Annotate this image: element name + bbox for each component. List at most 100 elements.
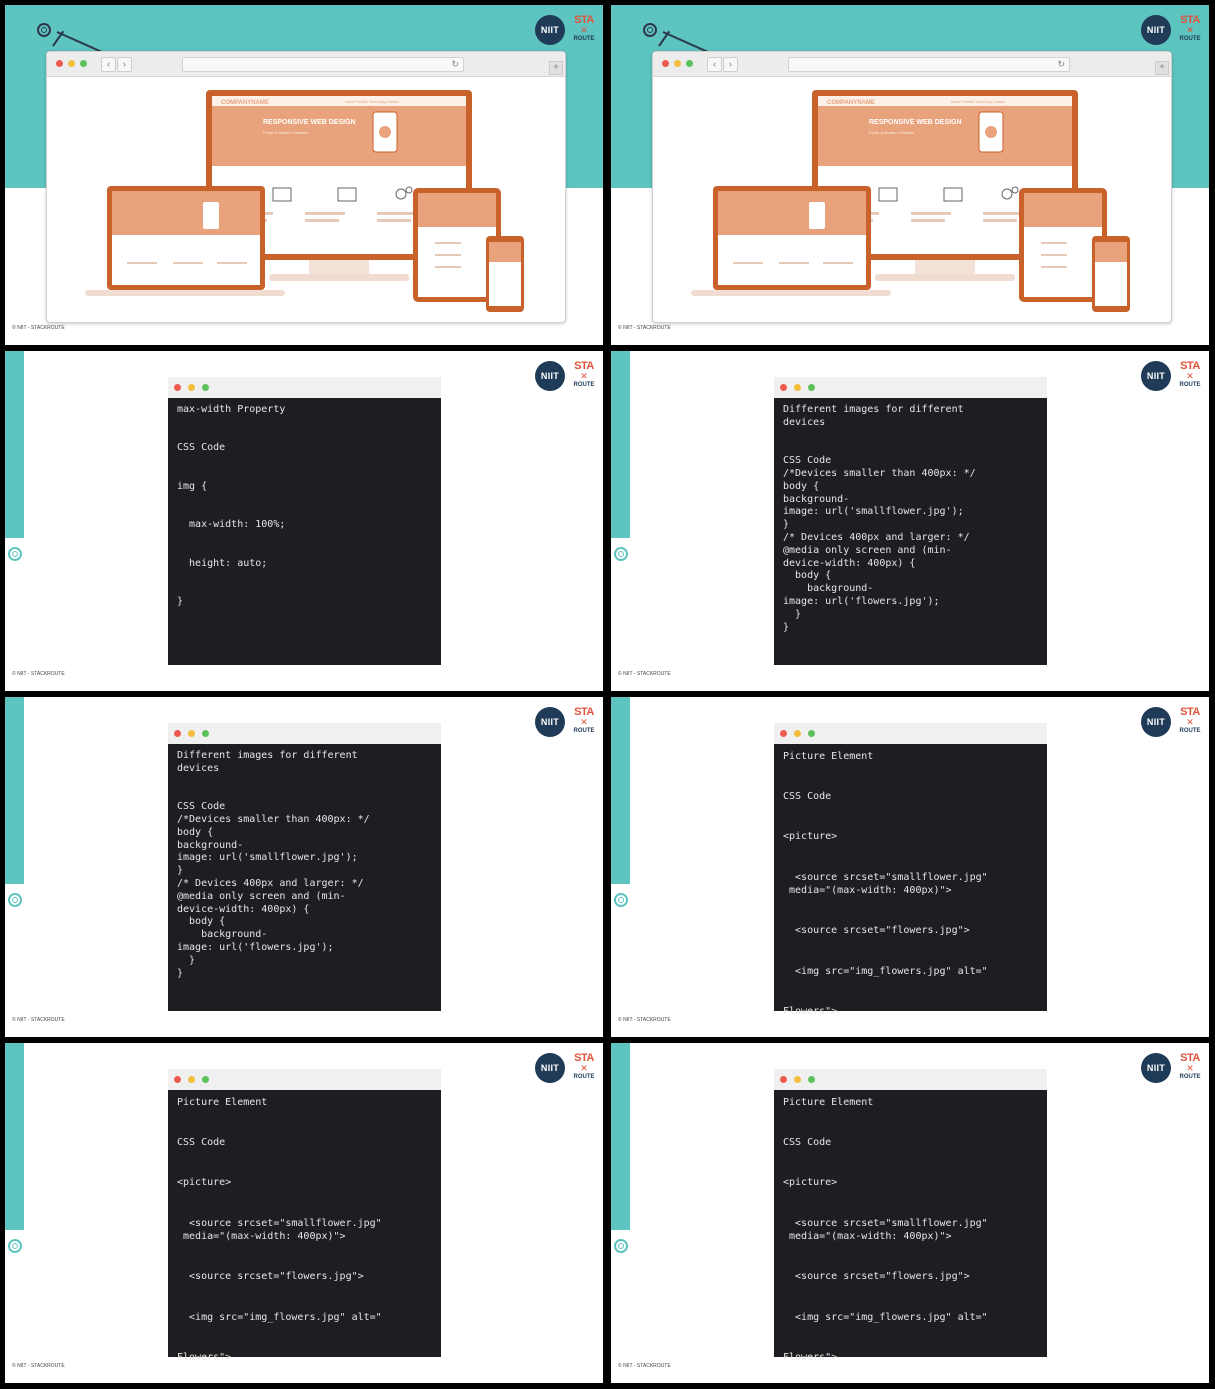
maximize-dot-icon <box>80 60 87 67</box>
footer-copyright: © NIIT - STACKROUTE <box>618 671 671 677</box>
teal-side-bar <box>611 697 630 884</box>
code-block: Different images for different devices C… <box>783 404 976 633</box>
niit-logo: NIIT <box>1141 15 1171 45</box>
niit-logo: NIIT <box>535 361 565 391</box>
niit-logo: NIIT <box>1141 361 1171 391</box>
code-window-titlebar <box>168 377 441 398</box>
maximize-dot-icon <box>808 384 815 391</box>
footer-copyright: © NIIT - STACKROUTE <box>618 325 671 331</box>
stackroute-logo: STA✕ROUTE <box>573 14 595 42</box>
code-window: Picture Element CSS Code <picture> <sour… <box>774 723 1047 1017</box>
niit-logo: NIIT <box>535 707 565 737</box>
slide-picture-element: NIIT STA✕ROUTE Picture Element CSS Code … <box>611 697 1209 1037</box>
code-window: Different images for different devices C… <box>168 723 441 1011</box>
niit-logo: NIIT <box>535 1053 565 1083</box>
svg-text:Fresh & Modern Creative: Fresh & Modern Creative <box>869 130 914 135</box>
close-dot-icon <box>174 1076 181 1083</box>
stackroute-logo: STA✕ROUTE <box>1179 360 1201 388</box>
minimize-dot-icon <box>794 384 801 391</box>
new-tab-icon: + <box>549 61 563 75</box>
code-block: Different images for different devices C… <box>177 750 370 979</box>
stackroute-logo: STA✕ROUTE <box>1179 706 1201 734</box>
stackroute-logo: STA✕ROUTE <box>1179 14 1201 42</box>
headline-text: RESPONSIVE WEB DESIGN <box>869 119 962 126</box>
minimize-dot-icon <box>188 1076 195 1083</box>
responsive-devices-illustration: COMPANYNAME Home Portfolio Team Blog Con… <box>85 90 524 312</box>
slide-different-images: NIIT STA✕ROUTE Different images for diff… <box>611 351 1209 691</box>
close-dot-icon <box>780 1076 787 1083</box>
back-icon: ‹ <box>101 57 116 72</box>
footer-copyright: © NIIT - STACKROUTE <box>12 325 65 331</box>
code-window-titlebar <box>168 1069 441 1090</box>
code-block: Picture Element CSS Code <picture> <sour… <box>177 1097 382 1363</box>
teal-side-bar <box>611 1043 630 1230</box>
circle-decoration-icon <box>37 23 51 37</box>
slide-picture-element: NIIT STA✕ROUTE Picture Element CSS Code … <box>611 1043 1209 1383</box>
responsive-devices-illustration: COMPANYNAME Home Portfolio Team Blog Con… <box>691 90 1130 312</box>
code-window-titlebar <box>774 377 1047 398</box>
niit-logo: NIIT <box>1141 707 1171 737</box>
close-dot-icon <box>780 384 787 391</box>
circle-decoration-icon <box>614 1239 628 1253</box>
maximize-dot-icon <box>202 730 209 737</box>
code-window-titlebar <box>168 723 441 744</box>
teal-side-bar <box>5 1043 24 1230</box>
reload-icon: ↻ <box>1057 59 1065 69</box>
minimize-dot-icon <box>674 60 681 67</box>
minimize-dot-icon <box>794 1076 801 1083</box>
browser-toolbar: ‹ › ↻ + <box>653 52 1171 77</box>
footer-copyright: © NIIT - STACKROUTE <box>618 1017 671 1023</box>
circle-decoration-icon <box>8 547 22 561</box>
back-icon: ‹ <box>707 57 722 72</box>
slide-max-width: NIIT STA✕ROUTE max-width Property CSS Co… <box>5 351 603 691</box>
minimize-dot-icon <box>188 384 195 391</box>
code-window: max-width Property CSS Code img { max-wi… <box>168 377 441 665</box>
svg-text:Home Portfolio Team Blog C: Home Portfolio Team Blog Contact <box>951 100 1005 104</box>
circle-decoration-icon <box>8 1239 22 1253</box>
niit-logo: NIIT <box>535 15 565 45</box>
forward-icon: › <box>723 57 738 72</box>
stackroute-logo: STA✕ROUTE <box>573 360 595 388</box>
footer-copyright: © NIIT - STACKROUTE <box>12 1363 65 1369</box>
svg-text:Home Portfolio Team Blog C: Home Portfolio Team Blog Contact <box>345 100 399 104</box>
browser-toolbar: ‹ › ↻ + <box>47 52 565 77</box>
reload-icon: ↻ <box>451 59 459 69</box>
close-dot-icon <box>780 730 787 737</box>
slide-responsive-design-1: NIIT STA✕ROUTE ‹ › ↻ + COMPANYNAME Home … <box>5 5 603 345</box>
browser-mockup: ‹ › ↻ + COMPANYNAME Home Portfolio Team … <box>46 51 566 323</box>
circle-decoration-icon <box>8 893 22 907</box>
code-window: Different images for different devices C… <box>774 377 1047 665</box>
headline-text: RESPONSIVE WEB DESIGN <box>263 119 356 126</box>
code-window: Picture Element CSS Code <picture> <sour… <box>168 1069 441 1363</box>
browser-mockup: ‹ › ↻ + COMPANYNAME Home Portfolio Team … <box>652 51 1172 323</box>
code-block: Picture Element CSS Code <picture> <sour… <box>783 1097 988 1363</box>
close-dot-icon <box>174 730 181 737</box>
company-name-text: COMPANYNAME <box>827 100 875 106</box>
teal-side-bar <box>611 351 630 538</box>
minimize-dot-icon <box>188 730 195 737</box>
code-window-titlebar <box>774 1069 1047 1090</box>
slide-picture-element: NIIT STA✕ROUTE Picture Element CSS Code … <box>5 1043 603 1383</box>
svg-text:Fresh & Modern Creative: Fresh & Modern Creative <box>263 130 308 135</box>
company-name-text: COMPANYNAME <box>221 100 269 106</box>
footer-copyright: © NIIT - STACKROUTE <box>618 1363 671 1369</box>
code-window: Picture Element CSS Code <picture> <sour… <box>774 1069 1047 1363</box>
footer-copyright: © NIIT - STACKROUTE <box>12 671 65 677</box>
circle-decoration-icon <box>614 547 628 561</box>
code-window-titlebar <box>774 723 1047 744</box>
close-dot-icon <box>662 60 669 67</box>
maximize-dot-icon <box>202 384 209 391</box>
teal-side-bar <box>5 697 24 884</box>
code-block: Picture Element CSS Code <picture> <sour… <box>783 751 988 1017</box>
minimize-dot-icon <box>68 60 75 67</box>
address-bar: ↻ <box>182 57 464 72</box>
minimize-dot-icon <box>794 730 801 737</box>
footer-copyright: © NIIT - STACKROUTE <box>12 1017 65 1023</box>
circle-decoration-icon <box>643 23 657 37</box>
close-dot-icon <box>56 60 63 67</box>
maximize-dot-icon <box>808 730 815 737</box>
code-block: max-width Property CSS Code img { max-wi… <box>177 404 286 607</box>
stackroute-logo: STA✕ROUTE <box>573 706 595 734</box>
slide-responsive-design-2: NIIT STA✕ROUTE ‹ › ↻ + COMPANYNAME Home … <box>611 5 1209 345</box>
niit-logo: NIIT <box>1141 1053 1171 1083</box>
